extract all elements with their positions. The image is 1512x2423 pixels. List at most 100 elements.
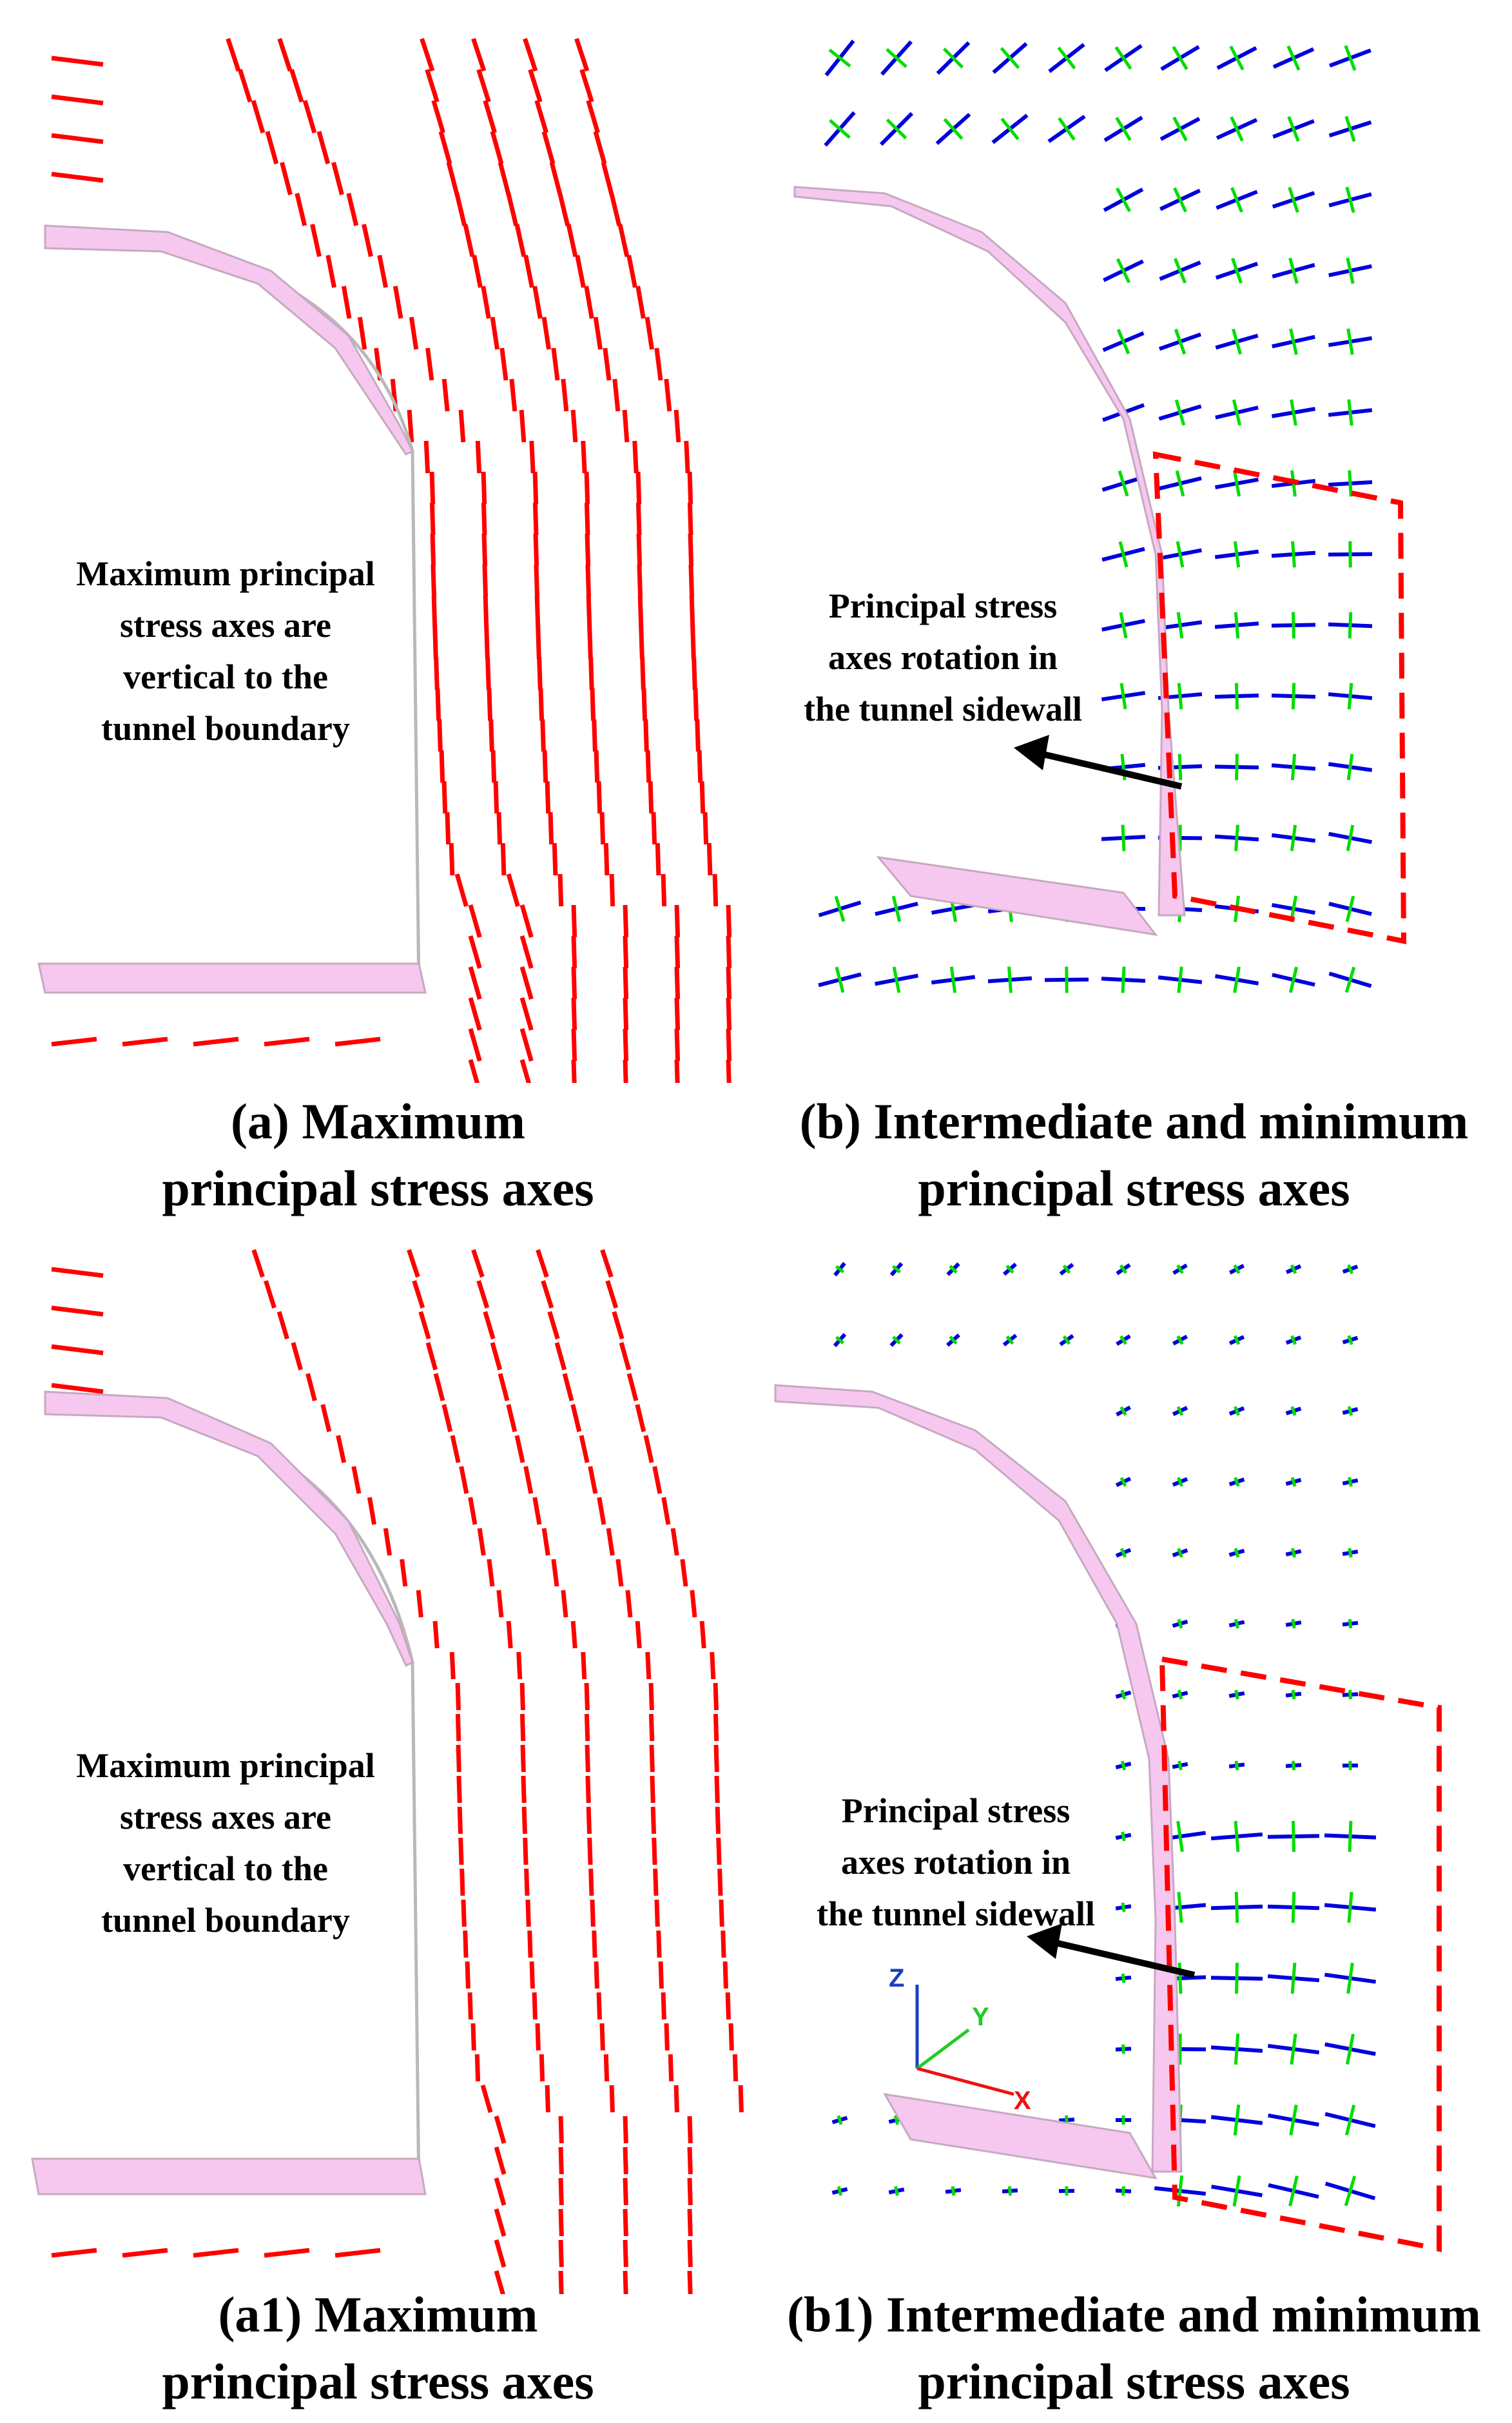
- max-stress-tick: [623, 1028, 629, 1062]
- minimum-stress-tick: [949, 1335, 958, 1345]
- minimum-stress-tick: [1121, 2044, 1125, 2054]
- caption-a1-line2: principal stress axes: [162, 2353, 594, 2409]
- max-stress-tick: [468, 997, 482, 1031]
- minimum-stress-tick: [1119, 1335, 1127, 1345]
- minimum-stress-tick: [1346, 754, 1354, 781]
- panel-a: Maximum principal stress axes are vertic…: [0, 0, 756, 1216]
- max-stress-tick: [498, 1373, 510, 1401]
- max-stress-axes-a: [51, 37, 732, 1083]
- max-stress-tick: [251, 100, 266, 133]
- minimum-stress-tick: [1176, 1477, 1184, 1487]
- minimum-stress-tick: [1121, 1831, 1126, 1842]
- caption-b-line1: (b) Intermediate and minimum: [799, 1093, 1469, 1149]
- minimum-stress-tick: [886, 48, 907, 68]
- max-stress-tick: [586, 595, 592, 628]
- minimum-stress-tick: [1231, 257, 1243, 284]
- max-stress-tick: [523, 1466, 534, 1494]
- max-stress-tick: [532, 286, 543, 319]
- max-stress-tick: [645, 1651, 652, 1680]
- max-stress-tick: [688, 533, 694, 567]
- minimum-stress-tick: [1346, 257, 1355, 284]
- minimum-stress-tick: [1347, 1891, 1353, 1923]
- max-stress-tick: [623, 2208, 628, 2237]
- note-a-line1: Maximum principal: [76, 554, 375, 593]
- max-stress-tick: [420, 37, 435, 72]
- max-stress-tick: [226, 37, 241, 72]
- max-stress-tick: [434, 657, 440, 690]
- minimum-stress-tick: [1119, 1548, 1127, 1558]
- max-stress-tick: [51, 94, 104, 106]
- x-axis-label: X: [1014, 2087, 1031, 2115]
- max-stress-tick: [51, 1036, 97, 1047]
- max-stress-tick: [726, 997, 732, 1031]
- max-stress-tick: [430, 533, 436, 567]
- max-stress-tick: [584, 286, 594, 319]
- max-stress-tick: [643, 1435, 654, 1463]
- minimum-stress-tick: [1234, 1760, 1239, 1771]
- max-stress-tick: [481, 471, 487, 505]
- max-stress-tick: [238, 68, 253, 103]
- max-stress-tick: [661, 873, 667, 907]
- minimum-stress-tick: [1058, 117, 1076, 141]
- max-stress-tick: [519, 997, 534, 1031]
- max-stress-tick: [674, 935, 681, 969]
- max-stress-tick: [635, 471, 642, 505]
- max-stress-tick: [481, 286, 491, 319]
- max-stress-tick: [496, 812, 503, 845]
- minimum-stress-tick: [1007, 966, 1013, 993]
- max-stress-tick: [446, 162, 460, 195]
- max-stress-tick: [623, 2146, 628, 2175]
- max-stress-tick: [668, 2054, 674, 2082]
- max-stress-tick: [605, 1280, 619, 1309]
- max-stress-tick: [367, 1497, 377, 1525]
- max-stress-tick: [548, 812, 554, 845]
- max-stress-tick: [635, 1620, 642, 1649]
- max-stress-tick: [532, 471, 539, 505]
- minimum-stress-tick: [1348, 612, 1353, 639]
- invert-slab-b: [876, 855, 1158, 937]
- max-stress-tick: [529, 440, 536, 474]
- max-stress-tick: [674, 409, 681, 443]
- max-stress-tick: [438, 131, 452, 164]
- minimum-stress-tick: [1288, 966, 1299, 993]
- note-b1-line3: the tunnel sidewall: [816, 1894, 1096, 1933]
- max-stress-tick: [418, 1311, 431, 1339]
- minimum-stress-tick: [1234, 1891, 1239, 1923]
- max-stress-tick: [690, 626, 696, 659]
- max-stress-tick: [585, 564, 592, 598]
- minimum-stress-tick: [1290, 1962, 1297, 1994]
- minimum-stress-tick: [1344, 2105, 1356, 2136]
- minimum-stress-tick: [1347, 399, 1353, 426]
- max-stress-tick: [623, 2270, 628, 2294]
- note-b: Principal stress axes rotation in the tu…: [762, 580, 1123, 735]
- max-stress-tick: [579, 68, 594, 103]
- minimum-stress-tick: [1177, 683, 1183, 710]
- max-stress-tick: [645, 750, 652, 783]
- max-stress-tick: [432, 1620, 440, 1649]
- max-stress-tick: [193, 2248, 239, 2258]
- max-stress-tick: [494, 2208, 507, 2237]
- max-stress-tick: [465, 1961, 470, 1989]
- max-stress-tick: [719, 1899, 724, 1927]
- max-stress-tick: [570, 1404, 582, 1432]
- minimum-stress-tick: [829, 119, 851, 139]
- max-stress-tick: [651, 812, 657, 845]
- max-stress-tick: [334, 1036, 381, 1047]
- minimum-stress-tick: [1347, 1335, 1353, 1345]
- max-stress-tick: [599, 812, 606, 845]
- max-stress-tick: [277, 37, 293, 72]
- minimum-stress-tick: [1119, 1477, 1127, 1487]
- minimum-stress-tick: [1288, 186, 1299, 213]
- max-stress-tick: [475, 440, 482, 474]
- max-stress-tick: [603, 347, 612, 381]
- minimum-stress-tick: [1290, 1477, 1297, 1487]
- max-stress-tick: [534, 100, 548, 133]
- max-stress-tick: [639, 626, 645, 659]
- max-stress-tick: [726, 1059, 732, 1083]
- max-stress-tick: [728, 2023, 734, 2051]
- max-stress-tick: [458, 409, 466, 443]
- max-stress-tick: [640, 657, 646, 690]
- max-stress-tick: [674, 997, 681, 1031]
- max-stress-tick: [393, 286, 403, 319]
- max-stress-tick: [712, 873, 719, 907]
